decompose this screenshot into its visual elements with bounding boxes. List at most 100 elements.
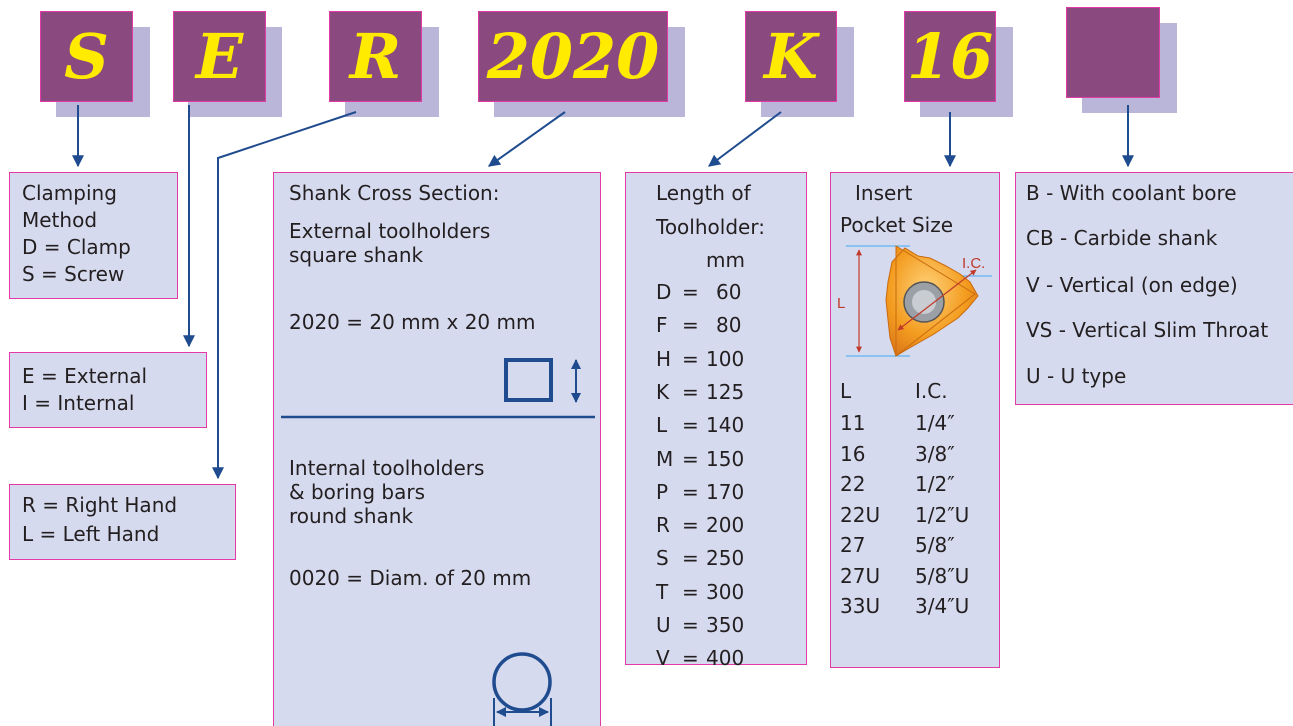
- options-box: B - With coolant bore CB - Carbide shank…: [1015, 172, 1293, 405]
- length-row-code: P: [656, 479, 669, 504]
- length-row-value: 150: [706, 446, 745, 471]
- code-box-clamping: S: [40, 11, 133, 102]
- shank-title: Shank Cross Section:: [289, 181, 500, 205]
- clamping-line-1: Clamping: [22, 181, 117, 205]
- length-row-value: 170: [706, 479, 745, 504]
- length-row-code: H: [656, 346, 672, 371]
- insert-row-l: 27: [840, 533, 866, 557]
- external-line: E = External: [22, 364, 148, 388]
- length-row-equals: =: [682, 646, 699, 671]
- length-row-code: M: [656, 446, 674, 471]
- insert-row-ic: 1/2″U: [915, 502, 970, 527]
- length-row-equals: =: [682, 379, 699, 404]
- insert-fig-ic-label: I.C.: [962, 255, 985, 272]
- shank-internal-code: 0020 = Diam. of 20 mm: [289, 566, 532, 590]
- insert-row-ic: 1/4″: [915, 411, 955, 435]
- insert-row-l: 33U: [840, 594, 881, 618]
- insert-row-l: 16: [840, 441, 866, 466]
- code-box-length: K: [745, 11, 837, 102]
- left-hand-line: L = Left Hand: [22, 522, 160, 546]
- insert-row-l: 27U: [840, 563, 881, 588]
- insert-row-l: 22U: [840, 502, 881, 527]
- length-row-value: 250: [706, 546, 745, 571]
- insert-col-ic: I.C.: [915, 379, 948, 403]
- length-row-equals: =: [682, 613, 699, 637]
- length-row-equals: =: [682, 413, 699, 438]
- code-box-insert: 16: [904, 11, 996, 102]
- length-title-1: Length of: [656, 181, 751, 205]
- length-row-equals: =: [682, 546, 699, 571]
- clamping-line-4: S = Screw: [22, 262, 125, 286]
- option-line-3: V - Vertical (on edge): [1026, 273, 1238, 297]
- insert-row-l: 11: [840, 411, 866, 435]
- shank-cross-section-box: Shank Cross Section: External toolholder…: [273, 172, 601, 726]
- clamping-method-box: Clamping Method D = Clamp S = Screw: [9, 172, 178, 299]
- length-row-value: 200: [706, 513, 745, 538]
- round-shank-icon: [492, 652, 552, 712]
- insert-title-2: Pocket Size: [840, 213, 954, 237]
- code-box-hand: R: [329, 11, 422, 102]
- insert-col-l: L: [840, 379, 852, 403]
- code-box-options: [1066, 7, 1160, 98]
- arrow-r: [212, 111, 357, 480]
- length-unit: mm: [706, 248, 745, 272]
- length-row-equals: =: [682, 479, 699, 504]
- insert-row-ic: 3/8″: [915, 441, 955, 466]
- length-row-equals: =: [682, 513, 699, 538]
- arrow-k: [708, 111, 782, 167]
- option-line-1: B - With coolant bore: [1026, 181, 1237, 205]
- internal-line: I = Internal: [22, 391, 135, 415]
- shank-internal-line-3: round shank: [289, 504, 414, 528]
- insert-title-1: Insert: [855, 181, 913, 205]
- length-title-2: Toolholder:: [656, 215, 765, 239]
- length-row-equals: =: [682, 446, 699, 471]
- option-line-2: CB - Carbide shank: [1026, 226, 1218, 250]
- code-box-shank: 2020: [478, 11, 668, 102]
- right-hand-line: R = Right Hand: [22, 493, 178, 517]
- shank-internal-line-1: Internal toolholders: [289, 456, 485, 480]
- insert-row-ic: 5/8″: [915, 533, 955, 557]
- shank-external-line-2: square shank: [289, 243, 424, 267]
- length-row-equals: =: [682, 280, 699, 304]
- length-row-code: L: [656, 413, 668, 438]
- code-box-external: E: [173, 11, 266, 102]
- insert-row-l: 22: [840, 472, 866, 496]
- length-row-equals: =: [682, 313, 699, 338]
- shank-internal-line-2: & boring bars: [289, 480, 425, 504]
- length-row-value: 80: [716, 313, 742, 338]
- square-shank-icon: [504, 358, 553, 402]
- option-line-4: VS - Vertical Slim Throat: [1026, 318, 1269, 342]
- insert-row-ic: 1/2″: [915, 472, 955, 496]
- length-row-equals: =: [682, 579, 699, 604]
- length-row-code: K: [656, 379, 670, 404]
- insert-fig-l-label: L: [837, 295, 845, 312]
- clamping-line-3: D = Clamp: [22, 235, 131, 259]
- length-row-value: 100: [706, 346, 745, 371]
- shank-external-code: 2020 = 20 mm x 20 mm: [289, 310, 536, 334]
- option-line-5: U - U type: [1026, 364, 1127, 388]
- length-row-code: F: [656, 313, 668, 338]
- length-row-equals: =: [682, 346, 699, 371]
- arrow-2020: [488, 111, 566, 167]
- length-row-value: 125: [706, 379, 745, 404]
- length-row-value: 350: [706, 613, 745, 637]
- insert-figure: L I.C.: [837, 245, 992, 358]
- length-row-code: S: [656, 546, 669, 571]
- length-row-value: 300: [706, 579, 745, 604]
- external-internal-box: E = External I = Internal: [9, 352, 207, 428]
- insert-row-ic: 3/4″U: [915, 594, 970, 618]
- length-row-code: T: [656, 579, 669, 604]
- clamping-line-2: Method: [22, 208, 98, 232]
- length-row-code: R: [656, 513, 670, 538]
- length-row-code: V: [656, 646, 670, 671]
- hand-box: R = Right Hand L = Left Hand: [9, 484, 236, 560]
- length-row-value: 400: [706, 646, 745, 671]
- length-row-value: 60: [716, 280, 742, 304]
- length-row-code: D: [656, 280, 672, 304]
- shank-external-line-1: External toolholders: [289, 219, 491, 243]
- insert-row-ic: 5/8″U: [915, 563, 970, 588]
- length-row-value: 140: [706, 413, 745, 438]
- length-row-code: U: [656, 613, 671, 637]
